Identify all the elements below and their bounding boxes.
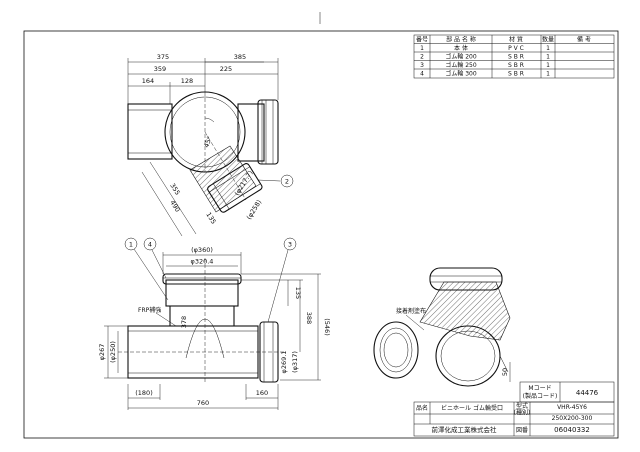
mcode-value: 44476 — [576, 389, 599, 397]
dim-135-front: 135 — [294, 287, 302, 299]
name-label: 品名 — [416, 404, 428, 412]
title-block: Mコード (製品コード) 44476 品名 ビニホール ゴム輪受口 型式 (種別… — [413, 381, 615, 437]
model-value-1: VHR-45Y6 — [557, 404, 587, 411]
callout-4: 4 — [148, 241, 152, 249]
parts-table: 番号 部 品 名 称 材 質 数量 備 考 1 本 体 P V C 1 2 ゴム… — [413, 34, 615, 79]
dim-490: 490 — [168, 199, 181, 214]
dim-760: 760 — [197, 399, 209, 407]
dim-160: 160 — [256, 389, 268, 397]
adhesive-label: 接着剤塗布 — [396, 307, 426, 315]
dim-135: 135 — [204, 211, 217, 226]
dim-dia320: φ320.4 — [191, 258, 214, 266]
front-view: (φ360) φ320.4 135 388 (546) φ269.1 (φ317… — [98, 237, 331, 410]
dim-dia269: φ269.1 — [280, 351, 288, 374]
dim-50: 50 — [501, 368, 509, 376]
callout-1: 1 — [129, 241, 133, 249]
table-row3-material: S B R — [508, 62, 524, 69]
dim-375: 375 — [157, 53, 169, 61]
table-row4-no: 4 — [420, 71, 424, 78]
table-row2-qty: 1 — [546, 54, 550, 61]
dim-128: 128 — [181, 77, 193, 85]
table-header-note: 備 考 — [577, 36, 591, 44]
dim-359: 359 — [154, 65, 166, 73]
callout-2: 2 — [285, 178, 289, 186]
table-row4-name: ゴム輪 300 — [445, 70, 477, 78]
name-value: ビニホール ゴム輪受口 — [441, 404, 503, 412]
table-header-qty: 数量 — [542, 36, 554, 44]
table-row3-no: 3 — [420, 62, 424, 69]
model-label-1: 型式 — [516, 402, 528, 410]
mcode-label-1: Mコード — [528, 385, 551, 392]
dim-180: (180) — [135, 389, 152, 397]
table-row4-material: S B R — [508, 71, 524, 78]
iso-view: 接着剤塗布 50 — [373, 267, 511, 387]
dim-dia360: (φ360) — [191, 246, 213, 254]
company-name: 前澤化成工業株式会社 — [432, 425, 498, 434]
mcode-label-2: (製品コード) — [523, 392, 558, 400]
dim-378: 378 — [180, 316, 188, 328]
table-row3-qty: 1 — [546, 62, 550, 69]
dim-385: 385 — [234, 53, 246, 61]
table-header-material: 材 質 — [509, 36, 523, 44]
frp-label: FRP補強 — [138, 306, 161, 314]
table-row1-qty: 1 — [546, 45, 550, 52]
dim-45deg: 45° — [202, 135, 213, 149]
dim-dia258: (φ258) — [245, 198, 263, 221]
dim-546: (546) — [323, 318, 331, 335]
dim-225: 225 — [220, 65, 232, 73]
table-row3-name: ゴム輪 250 — [445, 61, 477, 69]
table-row1-material: P V C — [508, 45, 524, 52]
table-row2-material: S B R — [508, 54, 524, 61]
drawing-no-label: 図番 — [516, 427, 528, 434]
dim-dia267: φ267 — [98, 344, 106, 361]
dim-388: 388 — [305, 312, 313, 324]
table-row2-no: 2 — [420, 54, 424, 61]
dim-164: 164 — [142, 77, 154, 85]
drawing-no: 06040332 — [554, 426, 590, 434]
table-row1-no: 1 — [420, 45, 424, 52]
table-header-no: 番号 — [416, 37, 428, 44]
table-row2-name: ゴム輪 200 — [445, 53, 477, 61]
dim-dia250: (φ250) — [109, 341, 117, 363]
table-row1-name: 本 体 — [454, 44, 468, 52]
table-row4-qty: 1 — [546, 71, 550, 78]
table-header-name: 部 品 名 称 — [446, 36, 476, 44]
callout-3: 3 — [288, 241, 292, 249]
model-label-2: (種別) — [514, 409, 531, 417]
drawing-frame — [23, 30, 619, 439]
model-value-2: 250X200-300 — [552, 415, 593, 422]
dim-dia317: (φ317) — [291, 351, 299, 373]
top-view: 375 385 359 225 164 128 45° 355 490 135 … — [127, 53, 294, 237]
dim-355: 355 — [168, 182, 181, 197]
